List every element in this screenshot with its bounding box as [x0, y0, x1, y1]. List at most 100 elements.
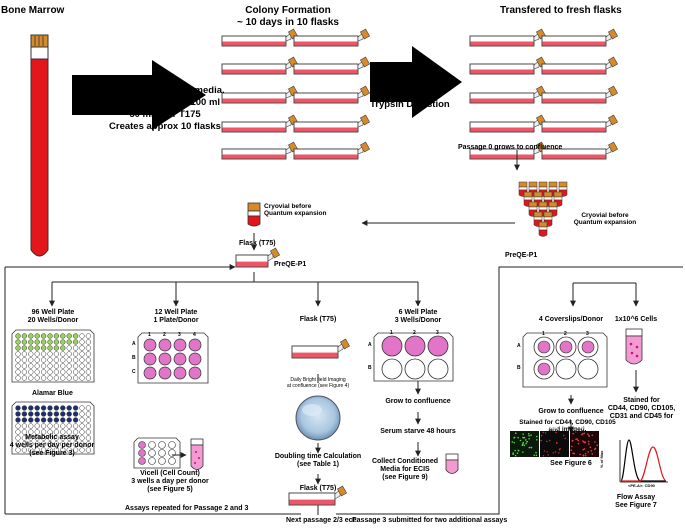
plate6-col-label: 3	[436, 330, 439, 336]
flask-t75-main	[235, 247, 281, 268]
stained-line2: and imaged.	[548, 425, 587, 433]
micro-label-cd44: CD44	[519, 426, 527, 430]
col96-title2: 20 Wells/Donor	[27, 317, 79, 325]
colony-line2: ~ 10 days in 10 flasks	[236, 16, 339, 28]
flask-icon	[293, 141, 371, 160]
transfer-flasks	[469, 28, 619, 160]
doubling-label: Doubling time Calculation (see Table 1)	[268, 453, 368, 469]
flask-icon	[291, 338, 351, 359]
passage3-label: Passage 3 submitted for two additional a…	[352, 517, 508, 524]
col96-desc: Metabolic assay 4 wells per day per dono…	[0, 434, 104, 458]
flask-icon	[469, 28, 547, 47]
vicell-tube-icon	[172, 438, 204, 470]
flask-icon	[541, 114, 619, 133]
col12-desc1: Vicell (Cell Count)	[140, 470, 200, 477]
big-arrow-left	[72, 60, 206, 130]
bone-marrow-tube	[30, 34, 49, 257]
flow-ylabel: % of Max	[599, 450, 604, 468]
big-arrow-right	[370, 46, 462, 118]
cells-tube-icon	[625, 328, 643, 365]
trypsin-label: Trypsin Digestion	[370, 99, 450, 110]
connector-lines	[4, 150, 683, 515]
cryovial-icon	[247, 202, 261, 227]
12-well-plate	[137, 332, 209, 384]
col6-title: 6 Well Plate 3 Wells/Donor	[390, 309, 446, 325]
collect-line3: (see Figure 9)	[382, 474, 428, 482]
colcover-stained: Stained for CD44, CD90, CD105 and imaged…	[505, 419, 630, 434]
cryovial-line1: Cryovial before	[264, 203, 312, 210]
cryovial-pyramid-icon	[518, 181, 568, 237]
flask-icon	[541, 56, 619, 75]
col12-desc2: 3 wells a day per donor	[131, 478, 209, 486]
col12-desc3: (see Figure 5)	[147, 486, 193, 494]
flow-line2: See Figure 7	[615, 502, 657, 510]
colcells-title: 1x10^6 Cells	[614, 316, 658, 323]
micro-label-cd105: CD105	[580, 426, 590, 430]
flask-icon	[469, 114, 547, 133]
flask-t75-main-label: Flask (T75)	[239, 240, 276, 247]
preqe-p1-side: PreQE-P1	[274, 261, 307, 268]
colcells-stained: Stained for CD44, CD90, CD105, CD31 and …	[598, 397, 685, 421]
bm-notes: BM is diluted 1:5 in media. BM usually s…	[90, 85, 240, 133]
doubling-line2: (see Table 1)	[297, 461, 339, 469]
plate12-row-label: B	[132, 355, 136, 361]
col96-desc1: Metabolic assay	[25, 434, 79, 441]
flask-icon	[541, 28, 619, 47]
cover-row-label: B	[517, 365, 521, 371]
flask2-label: Flask (T75)	[299, 485, 337, 492]
flask-icon	[469, 141, 547, 160]
assays-repeated-label: Assays repeated for Passage 2 and 3	[125, 505, 249, 512]
colcover-see: See Figure 6	[550, 460, 592, 467]
6-well-plate	[373, 332, 454, 382]
flow-histogram	[619, 439, 668, 483]
colcover-grow: Grow to confluence	[538, 408, 604, 415]
col6-collect: Collect Conditioned Media for ECIS (see …	[366, 458, 444, 482]
imaging-line2: at confluence (see Figure 4)	[286, 382, 350, 389]
flask-icon	[235, 247, 281, 268]
bm-note: BM usually sent =100 ml	[109, 96, 221, 108]
cover-col-label: 2	[564, 331, 567, 337]
col6-title1: 6 Well Plate	[398, 309, 438, 316]
col96-desc2: 4 wells per day per donor	[9, 442, 95, 450]
colflask-title: Flask (T75)	[299, 316, 337, 323]
bm-note: Creates approx 10 flasks	[109, 120, 221, 132]
flask-icon	[541, 85, 619, 104]
plate12-col-label: 4	[193, 332, 196, 338]
flask-icon	[221, 85, 299, 104]
cryovial-quantum-label: Cryovial before Quantum expansion	[264, 203, 326, 218]
cover-col-label: 3	[586, 331, 589, 337]
col12-title1: 12 Well Plate	[154, 309, 198, 316]
flask-icon	[541, 141, 619, 160]
bone-marrow-label: Bone Marrow	[1, 5, 65, 16]
cryovial-line2: Quantum expansion	[264, 210, 327, 218]
micro-label-cd90: CD90	[550, 426, 558, 430]
col6-grow: Grow to confluence	[385, 398, 451, 405]
flask-icon	[293, 85, 371, 104]
col12-desc: Vicell (Cell Count) 3 wells a day per do…	[120, 470, 220, 494]
plate6-row-label: B	[368, 365, 372, 371]
flask-icon	[221, 56, 299, 75]
cells-stained3: CD31 and CD45 for	[609, 413, 674, 421]
transfer-label: Transfered to fresh flasks	[500, 5, 622, 16]
flask-icon	[288, 485, 348, 506]
cryovial-before-quantum-label: Cryovial before Quantum expansion	[568, 212, 642, 227]
flow-line1: Flow Assay	[616, 494, 656, 501]
collect-line2: Media for ECIS	[380, 466, 430, 474]
colony-line1: Colony Formation	[245, 5, 331, 16]
cells-stained2: CD44, CD90, CD105,	[607, 405, 676, 413]
preqe-p1-bottom: PreQE-P1	[505, 252, 538, 259]
colony-formation-title: Colony Formation ~ 10 days in 10 flasks	[223, 5, 353, 28]
collect-line1: Collect Conditioned	[371, 458, 439, 465]
tube-cap-icon	[30, 34, 49, 48]
flask-icon	[293, 56, 371, 75]
flask-icon	[469, 56, 547, 75]
plate12-row-label: C	[132, 369, 136, 375]
flask-t75-col	[291, 338, 351, 359]
plate6-row-label: A	[368, 342, 372, 348]
conditioned-media-tube-icon	[445, 453, 459, 474]
bm-note: BM is diluted 1:5 in media.	[105, 85, 225, 96]
brightfield-dish-icon	[295, 395, 341, 441]
next-passage-label: Next passage 2/3 ect.	[286, 517, 357, 524]
colony-flasks	[221, 28, 371, 160]
